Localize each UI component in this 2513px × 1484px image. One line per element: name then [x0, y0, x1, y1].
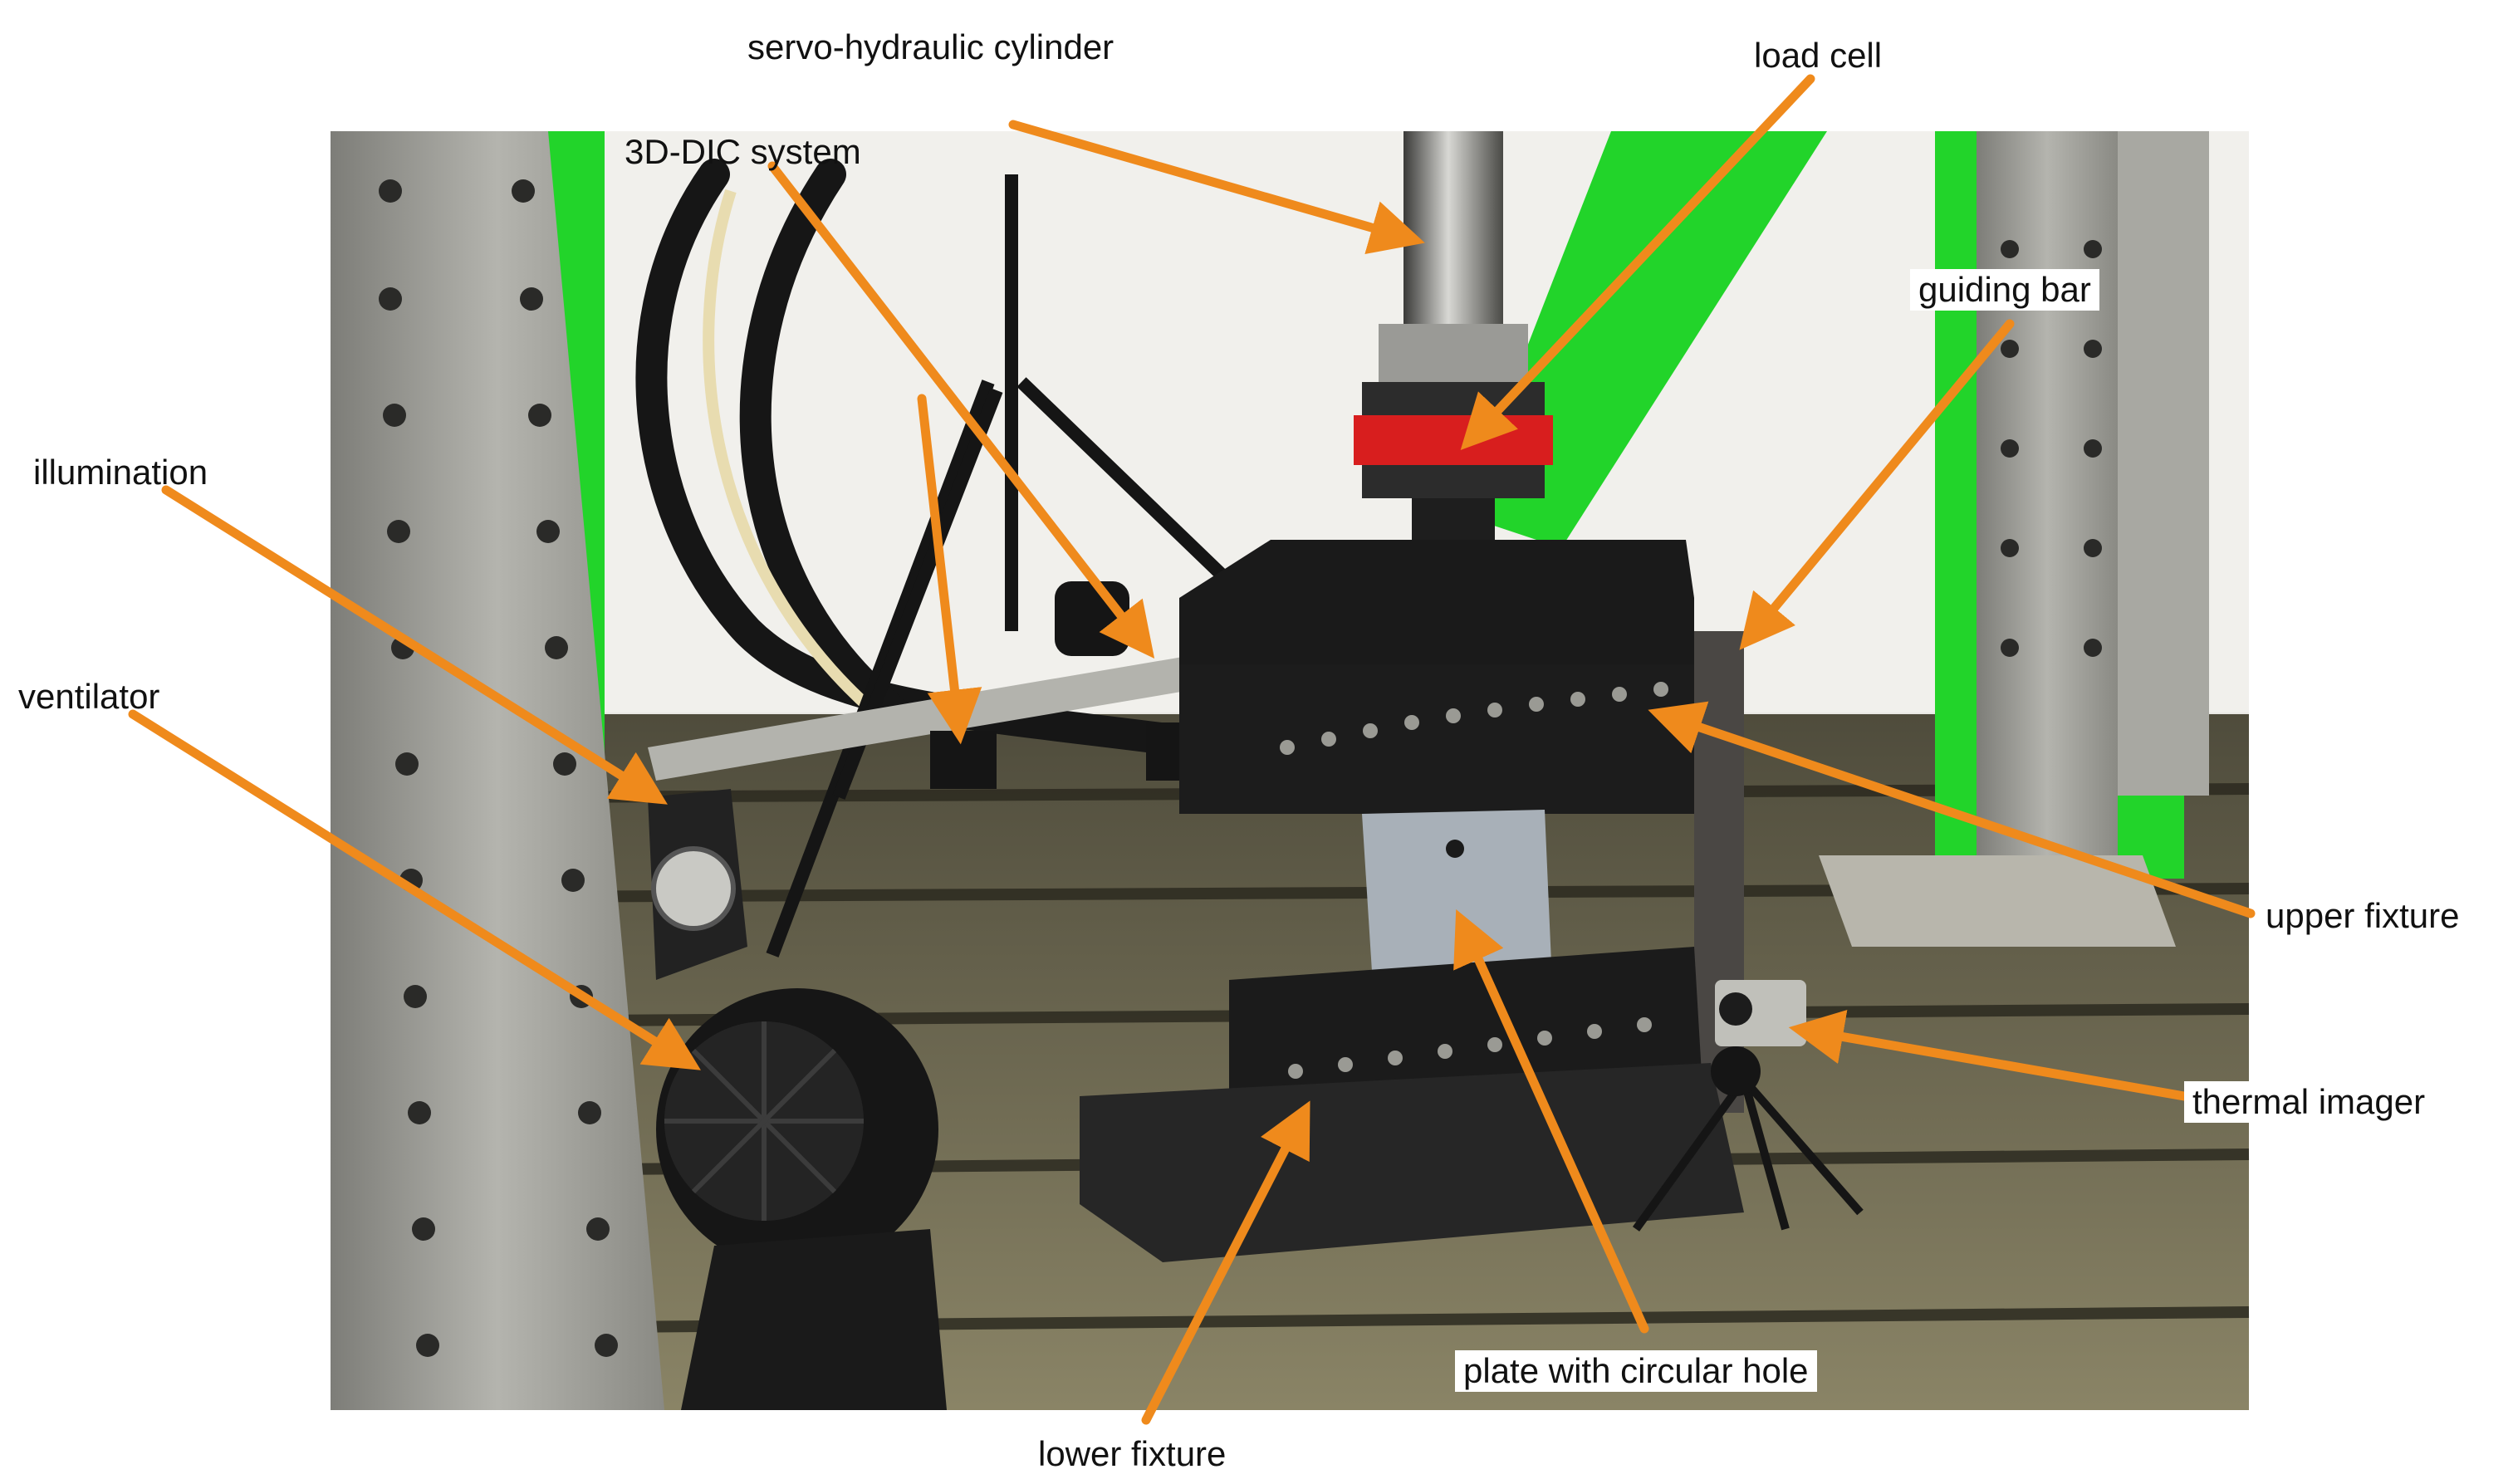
- thermal-imager-device: [1632, 980, 1864, 1232]
- label-3d-dic-system: 3D-DIC system: [625, 132, 861, 171]
- lower-fixture-block: [1080, 947, 1744, 1262]
- right-column: [1819, 131, 2209, 947]
- label-lower-fixture: lower fixture: [1038, 1434, 1227, 1473]
- arrow-guiding-bar: [1739, 319, 2015, 650]
- illumination-device: [648, 789, 747, 980]
- label-load-cell: load cell: [1754, 36, 1883, 75]
- label-ventilator: ventilator: [18, 677, 160, 716]
- specimen-plate: [1362, 810, 1551, 972]
- ventilator-device: [656, 988, 947, 1410]
- label-illumination: illumination: [33, 453, 208, 492]
- label-upper-fixture: upper fixture: [2266, 896, 2460, 935]
- arrow-lower-fixture: [1141, 1100, 1310, 1425]
- arrow-upper-fixture: [1648, 701, 2256, 918]
- label-servo-hydraulic-cylinder: servo-hydraulic cylinder: [747, 27, 1114, 66]
- label-guiding-bar: guiding bar: [1910, 269, 2099, 311]
- arrow-load-cell: [1460, 74, 1815, 451]
- left-column: [331, 131, 664, 1410]
- arrow-3d-dic-left: [767, 161, 1155, 659]
- arrow-thermal-imager: [1788, 1009, 2189, 1101]
- label-plate-with-circular-hole: plate with circular hole: [1455, 1350, 1817, 1392]
- arrow-illumination: [161, 485, 668, 805]
- arrow-3d-dic-right: [917, 394, 982, 745]
- annotation-arrows: [128, 74, 2256, 1425]
- label-thermal-imager: thermal imager: [2184, 1081, 2434, 1123]
- upper-fixture-block: [1179, 540, 1694, 814]
- arrow-plate-with-circular-hole: [1453, 909, 1649, 1334]
- arrow-ventilator: [128, 709, 701, 1070]
- arrow-servo-hydraulic-cylinder: [1008, 120, 1425, 255]
